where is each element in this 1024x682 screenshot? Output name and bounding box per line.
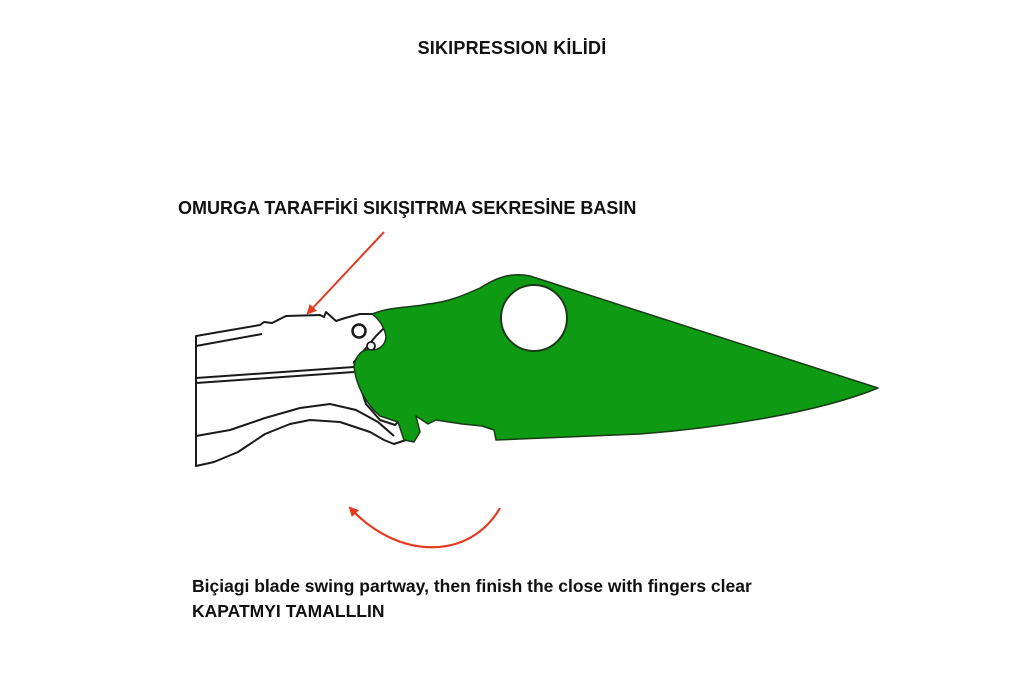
pivot-screw-large (351, 323, 367, 339)
press-arrow (306, 231, 385, 315)
thumb-hole (500, 284, 568, 352)
diagram-title: SIKIPRESSION KİLİDİ (417, 38, 607, 58)
step1-instruction: OMURGA TARAFFİKİ SIKIŞITRMA SEKRESİNE BA… (178, 198, 637, 218)
step2-instruction-line2: KAPATMYI TAMALLLIN (192, 601, 385, 621)
close-arrow (348, 506, 501, 549)
pivot-screws (351, 323, 376, 351)
knife-blade (353, 274, 879, 443)
step2-instruction: Biçiagi blade swing partway, then finish… (192, 574, 752, 624)
step2-instruction-line1: Biçiagi blade swing partway, then finish… (192, 576, 752, 596)
pivot-screw-small (366, 341, 376, 351)
